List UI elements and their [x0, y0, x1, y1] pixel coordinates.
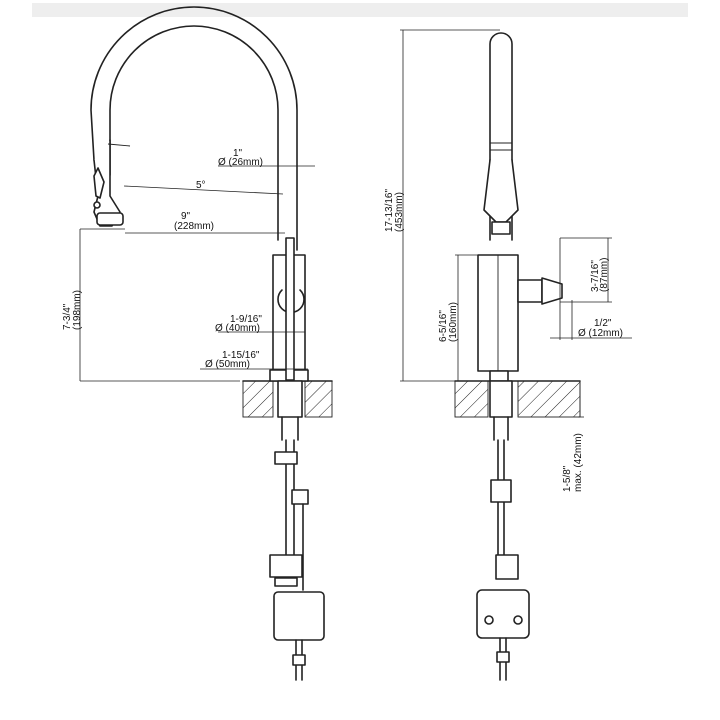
label-1-15-16: 1-15/16" [222, 350, 260, 361]
left-spout [90, 6, 298, 251]
right-spout [483, 32, 519, 241]
right-countertop [454, 380, 581, 418]
right-hoses [476, 380, 530, 681]
label-6-5-16: 6-5/16" [438, 310, 449, 342]
label-87mm: (87mm) [599, 258, 610, 292]
label-453mm: (453mm) [394, 192, 405, 232]
front-view: 17-13/16" (453mm) 6-5/16" (160mm) 3-7/16… [384, 29, 632, 681]
label-12mm: Ø (12mm) [578, 328, 623, 339]
left-body [269, 237, 309, 382]
label-50mm: Ø (50mm) [205, 359, 250, 370]
label-1-9-16: 1-9/16" [230, 314, 262, 325]
label-3-7-16: 3-7/16" [590, 260, 601, 292]
label-160mm: (160mm) [448, 302, 459, 342]
label-228mm: (228mm) [174, 221, 214, 232]
right-body [477, 254, 563, 382]
left-countertop [242, 380, 333, 418]
label-40mm: Ø (40mm) [215, 323, 260, 334]
label-42mm: max. (42mm) [573, 433, 584, 492]
label-198mm: (198mm) [72, 290, 83, 330]
side-view: 1" Ø (26mm) 5° 9" (228mm) 1-9/16" Ø (40m… [62, 6, 333, 681]
left-handle [93, 167, 105, 199]
label-1-2: 1/2" [594, 318, 612, 329]
label-26mm: Ø (26mm) [218, 157, 263, 168]
left-dimension-lines [79, 165, 315, 382]
left-hoses [269, 380, 325, 681]
label-9in: 9" [181, 211, 191, 222]
label-5deg: 5° [196, 180, 206, 191]
label-1-5-8: 1-5/8" [562, 465, 573, 492]
right-dimension-lines [400, 29, 632, 418]
label-1in: 1" [233, 148, 243, 159]
label-7-3-4: 7-3/4" [62, 303, 73, 330]
label-17-13-16: 17-13/16" [384, 189, 395, 232]
